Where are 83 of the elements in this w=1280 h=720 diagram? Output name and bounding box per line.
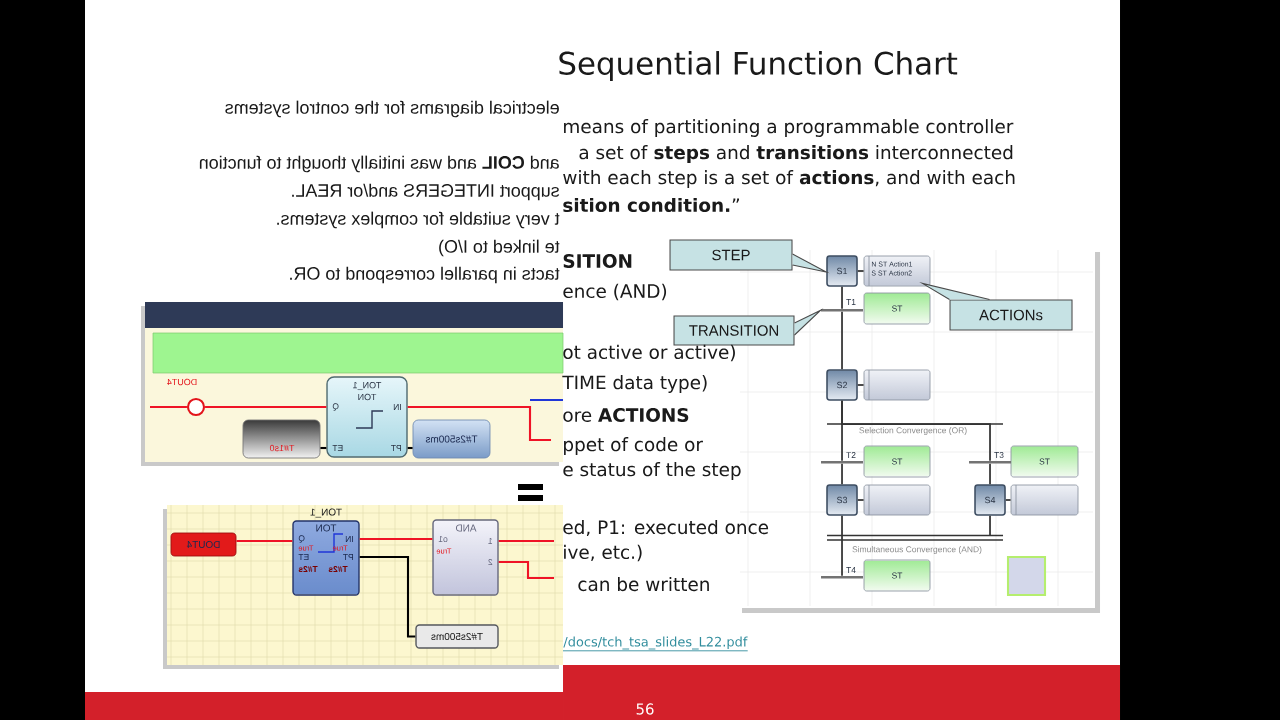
step-caption: T3: [994, 452, 1004, 458]
body-text: tacts in parallel correspond to OR.: [290, 266, 560, 284]
step-box: S3: [826, 484, 858, 516]
body-text: with each step is a set of actions, and with each: [563, 170, 1015, 188]
step-caption: TON_1: [310, 508, 342, 518]
node-label: PT: [343, 554, 353, 560]
body-text: t very suitable for complex systems.: [277, 211, 560, 229]
connector-line: [989, 463, 991, 486]
connector-line: [841, 463, 843, 486]
body-text: sition condition.”: [563, 197, 739, 213]
wire: [359, 555, 416, 638]
body-text: TIME data type): [562, 375, 707, 393]
transition-condition-box: ST: [863, 445, 931, 478]
transition-bar: [821, 309, 863, 312]
transition-condition-box: ST: [1010, 445, 1079, 478]
node-label: TON: [316, 524, 337, 532]
empty-box: [1006, 555, 1047, 597]
callout-pointer: [792, 253, 830, 274]
wire: [498, 560, 554, 580]
variable-block: DOUT4: [170, 532, 237, 557]
step-caption: DOUT4: [167, 378, 197, 386]
slide-title: Sequential Function Chart: [559, 51, 958, 81]
body-text: e status of the step: [563, 462, 741, 480]
body-text: ot active or active): [563, 344, 735, 362]
node-label: ET: [298, 554, 309, 560]
node-label: IN: [345, 536, 353, 542]
action-box: [1010, 484, 1079, 516]
function-block: TON_1 TON IN PT Q ET: [326, 376, 408, 458]
body-text: ence (AND): [563, 283, 667, 301]
wire: [407, 446, 413, 450]
step-caption: T1: [846, 299, 856, 305]
connector-line: [841, 514, 843, 577]
body-text: ore ACTIONS: [563, 408, 689, 422]
wire: [320, 446, 327, 450]
bar-label: Simultaneous Convergence (AND): [852, 546, 982, 554]
node-label: Q: [298, 535, 305, 543]
value-box: T#2s500ms: [412, 419, 491, 459]
value-box: T#2s500ms: [415, 624, 499, 649]
connector-line: [841, 285, 843, 310]
page-number: 56: [636, 703, 654, 715]
transition-bar: [821, 461, 863, 464]
connector-line: [989, 514, 991, 537]
connector-line: [1004, 499, 1012, 501]
callout-pointer: [794, 308, 824, 336]
connector-line: [841, 311, 843, 371]
connector-line: [856, 270, 865, 272]
connector-line: [856, 384, 865, 386]
bar-label: Selection Convergence (OR): [859, 427, 967, 435]
body-text: and COIL and was initially thought to function: [199, 155, 559, 173]
transition-condition-box: ST: [863, 559, 931, 592]
action-box: [863, 369, 931, 401]
body-text: a set of steps and transitions interconnected: [579, 145, 1013, 163]
transition-condition-box: ST: [863, 292, 931, 325]
body-text: can be written: [578, 576, 709, 592]
body-text: ive, etc.): [564, 544, 642, 562]
wire: [359, 537, 433, 541]
wire: [407, 405, 551, 442]
body-text: te linked to I/O): [439, 239, 560, 257]
step-caption: T2: [846, 452, 856, 458]
transition-bar: [969, 461, 1011, 464]
value-box: T#1s0: [242, 419, 321, 459]
callout-pointer: [919, 282, 991, 300]
step-box: S2: [826, 369, 858, 401]
body-text: SITION: [563, 254, 632, 268]
step-box: S1: [826, 255, 858, 287]
body-text: ppet of code or: [564, 437, 703, 455]
body-text: support INTEGERS and/or REAL.: [292, 183, 560, 201]
body-text: ed, P1: executed once: [563, 519, 769, 537]
wire: [498, 539, 554, 543]
value-label: T#2s: [328, 566, 348, 572]
link: /docs/tch_tsa_slides_L22.pdf: [562, 636, 749, 652]
transition-bar: [821, 576, 863, 579]
value-label: T#2s: [298, 566, 318, 572]
step-caption: T4: [846, 567, 856, 573]
step-box: S4: [974, 484, 1006, 516]
wire: [150, 405, 187, 409]
connector-line: [841, 399, 991, 462]
action-box: [863, 484, 931, 516]
connector-line: [856, 499, 865, 501]
body-text: means of partitioning a programmable controller: [564, 119, 1014, 137]
body-text: electrical diagrams for the control systems: [225, 100, 559, 118]
wire: [205, 405, 327, 409]
wire: [236, 539, 293, 543]
